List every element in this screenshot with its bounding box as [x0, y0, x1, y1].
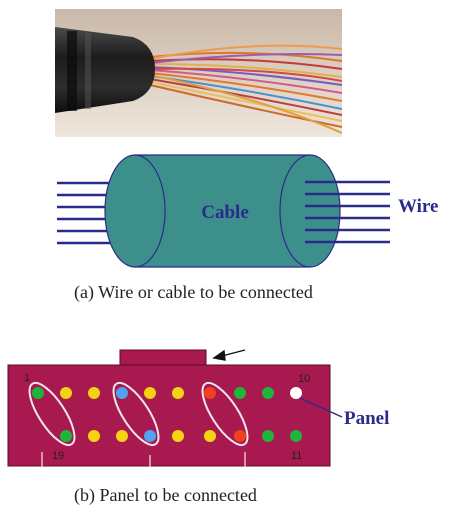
pin [290, 430, 302, 442]
pin [262, 430, 274, 442]
pin [32, 387, 44, 399]
pin-label-19: 19 [52, 450, 64, 462]
pin [172, 430, 184, 442]
pin [88, 387, 100, 399]
panel-tab [120, 350, 206, 366]
panel-diagram: 1 10 19 11 Panel [8, 350, 389, 470]
pin [116, 387, 128, 399]
pin [116, 430, 128, 442]
pin [204, 430, 216, 442]
pin-label-11: 11 [291, 450, 302, 462]
pointer-arrow [214, 350, 245, 360]
pin [60, 430, 72, 442]
pin [144, 430, 156, 442]
pin [290, 387, 302, 399]
pin [144, 387, 156, 399]
pin [234, 387, 246, 399]
wire-label: Wire [398, 196, 438, 217]
panel-label: Panel [344, 408, 389, 429]
caption-b: (b) Panel to be connected [74, 485, 257, 506]
pin [88, 430, 100, 442]
cable-label: Cable [201, 202, 249, 223]
pin [234, 430, 246, 442]
pin [60, 387, 72, 399]
pin [262, 387, 274, 399]
caption-a: (a) Wire or cable to be connected [74, 282, 313, 303]
pin [172, 387, 184, 399]
pin-label-10: 10 [298, 373, 310, 385]
cable-diagram: Cable Wire [57, 155, 438, 267]
pin-label-1: 1 [24, 372, 30, 384]
pins-bottom-row [60, 430, 302, 442]
pin [204, 387, 216, 399]
